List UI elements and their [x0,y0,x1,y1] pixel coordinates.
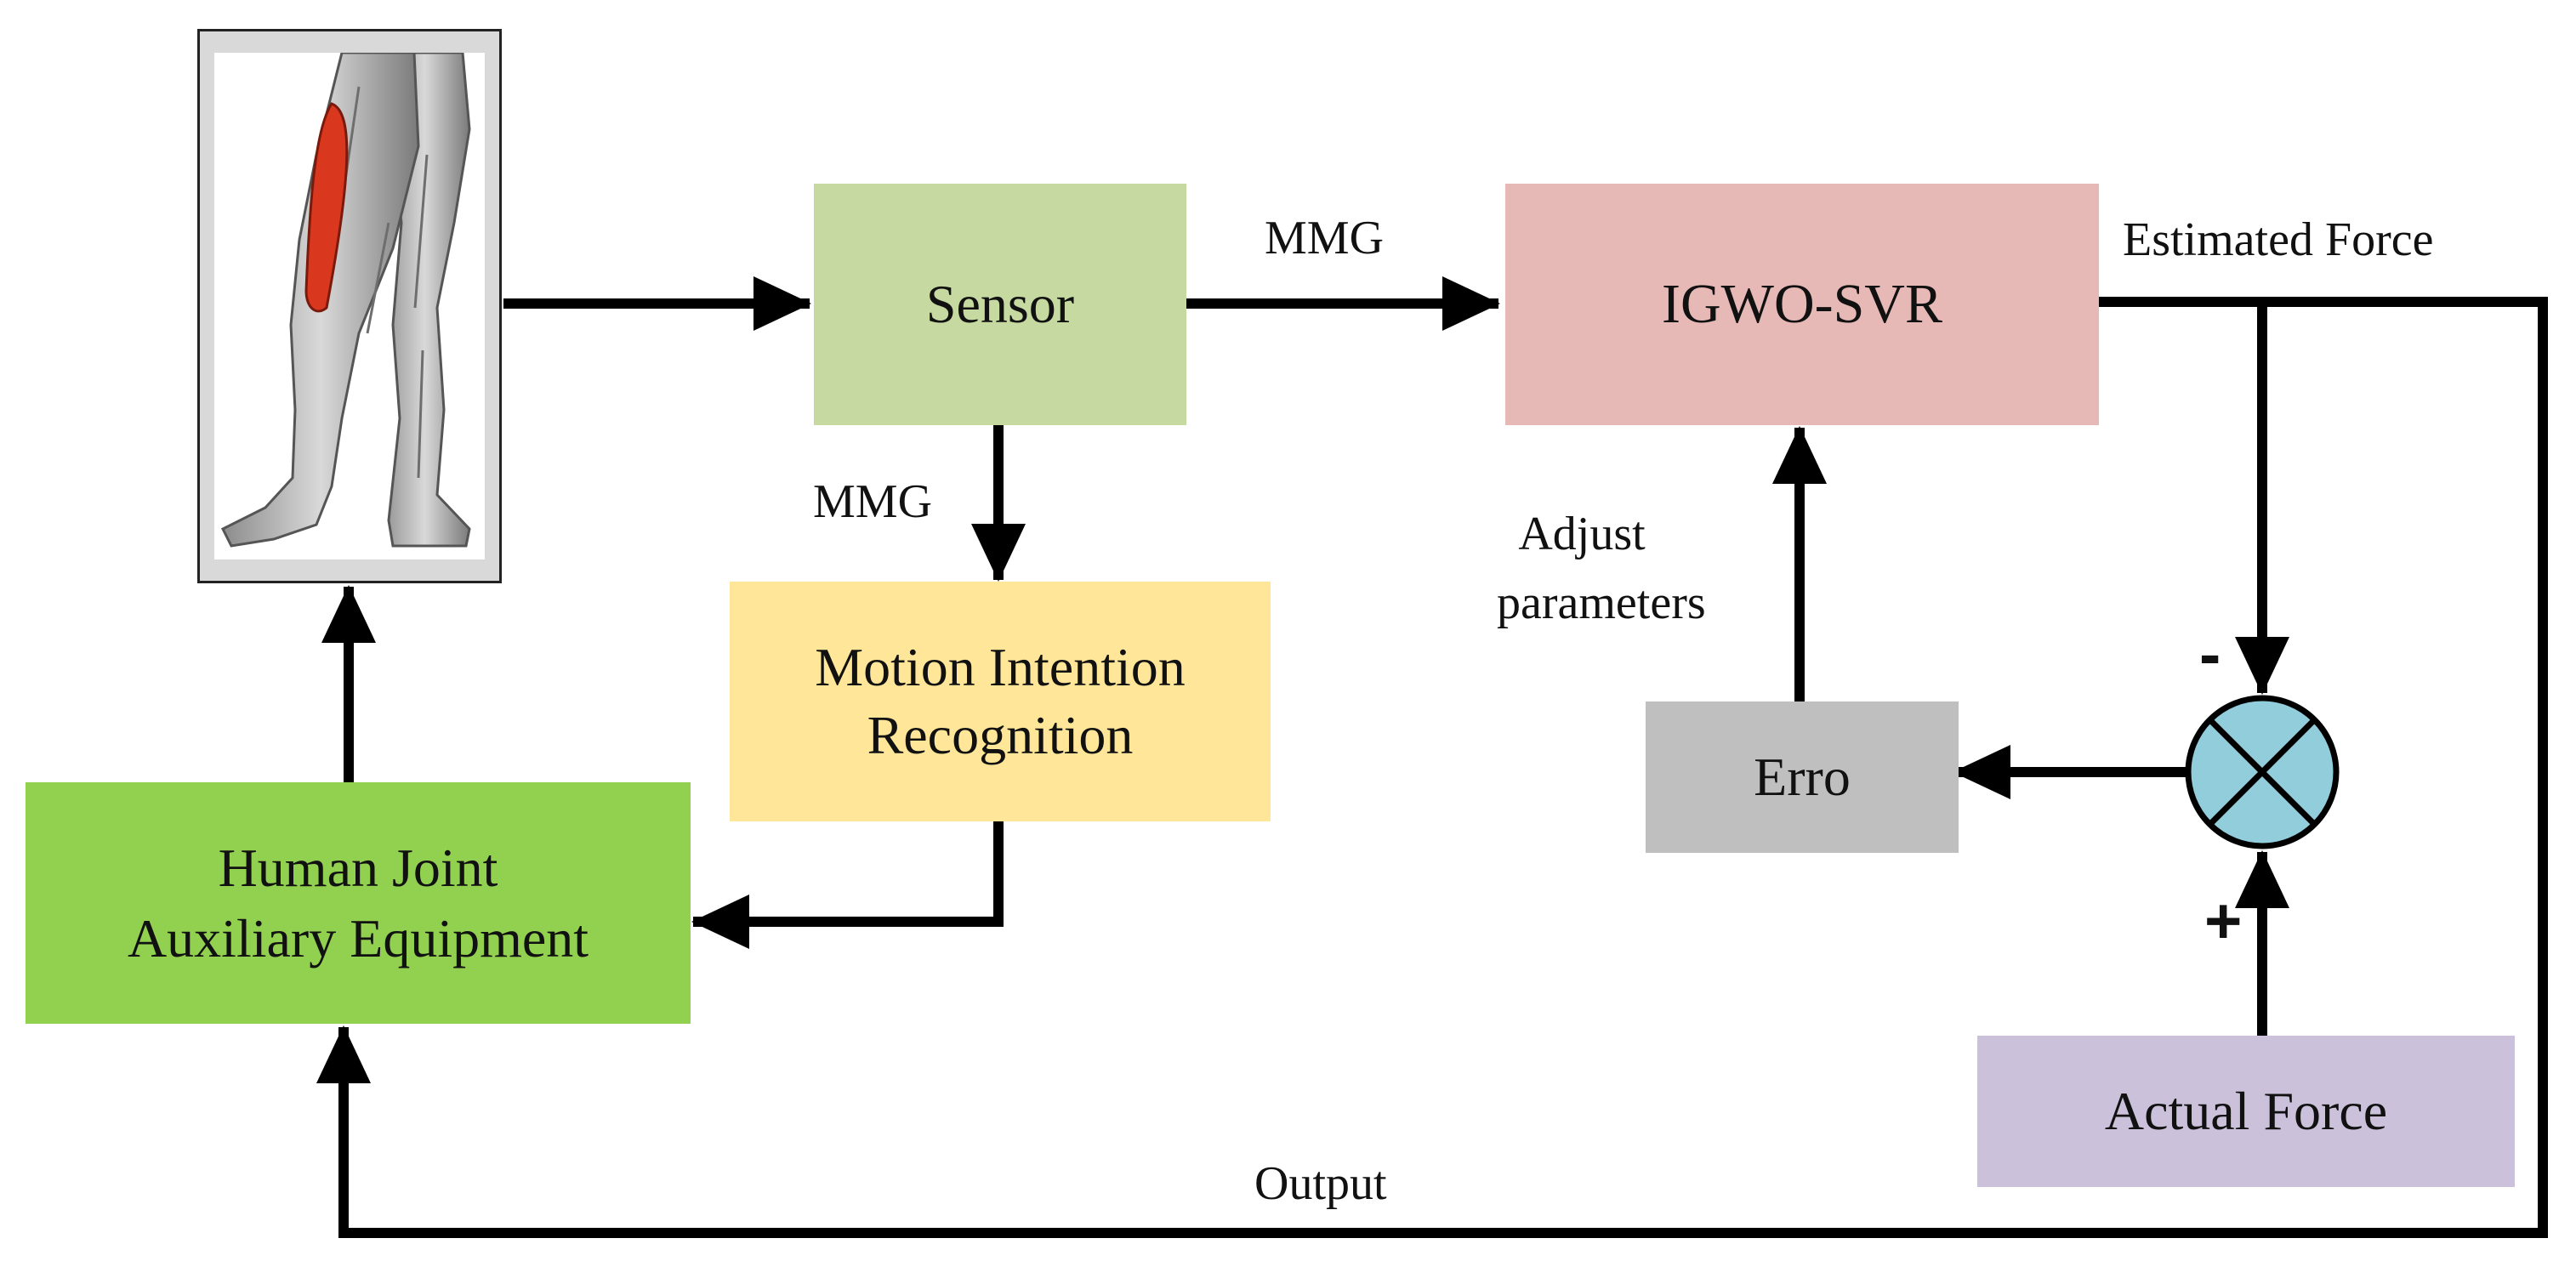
edge-igwo-svr-to-junction [2092,297,2289,695]
leg-muscle-icon [220,53,471,548]
erro-label: Erro [1754,747,1851,807]
motion-label-line1: Motion Intention [815,637,1186,697]
label-mmg-down: MMG [813,475,933,528]
summing-junction-icon [2185,695,2340,849]
leg-muscle-image [197,29,502,583]
igwo-svr-box: IGWO-SVR [1505,184,2099,425]
motion-intention-box: Motion Intention Recognition [730,582,1271,821]
label-output: Output [1254,1157,1387,1210]
sensor-box: Sensor [814,184,1186,425]
human-joint-label-line2: Auxiliary Equipment [127,908,589,968]
label-estimated-force: Estimated Force [2123,213,2434,266]
actual-force-box: Actual Force [1977,1036,2515,1187]
label-mmg-right: MMG [1265,212,1385,264]
label-adjust-line2: parameters [1497,577,1706,630]
human-joint-box: Human Joint Auxiliary Equipment [26,782,691,1024]
erro-box: Erro [1646,702,1959,853]
label-adjust-line1: Adjust [1518,508,1646,560]
edge-output-to-human-joint [316,297,2548,1238]
actual-force-label: Actual Force [2104,1081,2388,1141]
label-adjust-parameters: Adjust parameters [1497,500,1706,638]
minus-sign: - [2199,618,2221,690]
sensor-label: Sensor [925,274,1075,334]
human-joint-label-line1: Human Joint [218,837,498,898]
igwo-svr-label: IGWO-SVR [1662,273,1942,335]
edge-motion-to-human-joint [691,818,1004,949]
motion-label-line2: Recognition [867,705,1134,765]
plus-sign: + [2204,885,2243,957]
